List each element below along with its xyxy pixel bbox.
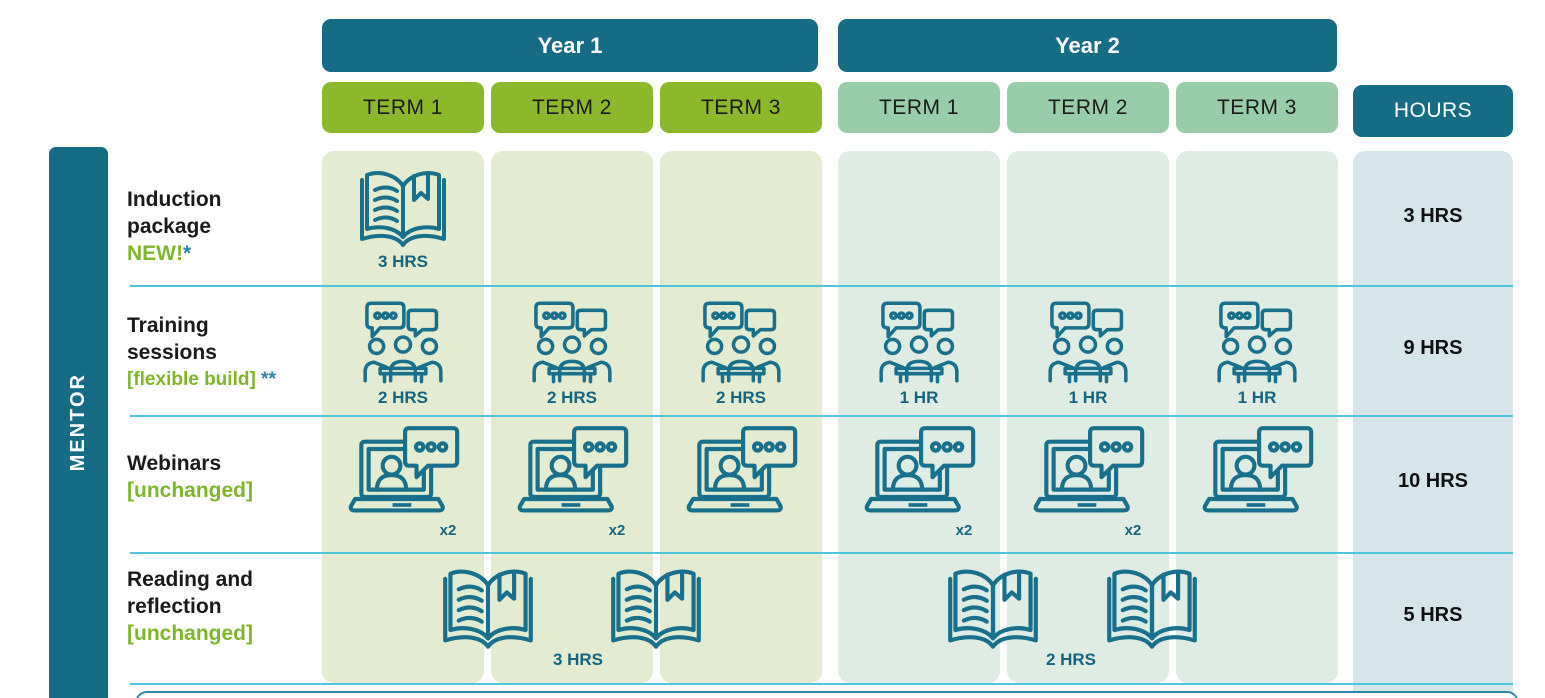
term-header-y2t2: TERM 2 (1007, 82, 1169, 133)
mentor-rail: MENTOR (49, 147, 108, 698)
term-label: TERM 2 (1047, 95, 1128, 119)
term-header-y1t2: TERM 2 (491, 82, 653, 133)
webinar-laptop-icon (344, 424, 462, 524)
row-title: package (127, 215, 212, 238)
webinar-laptop-icon (1198, 424, 1316, 524)
year-2-label: Year 2 (1055, 32, 1120, 58)
term-label: TERM 2 (531, 95, 612, 119)
term-header-y2t1: TERM 1 (838, 82, 1000, 133)
open-book-icon (432, 558, 544, 654)
webinar-laptop-icon (513, 424, 631, 524)
row-title: Training (127, 314, 209, 337)
row-title: sessions (127, 341, 217, 364)
next-section-box-partial (135, 691, 1519, 698)
row-divider (130, 552, 1513, 554)
term-header-y1t1: TERM 1 (322, 82, 484, 133)
row-label-webinars: Webinars [unchanged] (127, 450, 327, 504)
group-discussion-icon (1210, 298, 1304, 386)
cell-hours-label: 2 HRS (1045, 650, 1097, 669)
webinar-laptop-icon (1029, 424, 1147, 524)
term-label: TERM 3 (1216, 95, 1297, 119)
cell-hours-label: 1 HR (1237, 388, 1277, 407)
group-discussion-icon (1041, 298, 1135, 386)
open-book-icon (348, 160, 458, 252)
row-title: Reading and (127, 568, 254, 591)
cell-hours-label: 2 HRS (715, 388, 767, 407)
row-tag-mark: * (183, 242, 192, 265)
webinar-laptop-icon (682, 424, 800, 524)
row-tag-line: NEW!* (127, 240, 327, 267)
term-label: TERM 1 (878, 95, 959, 119)
row-tag: [unchanged] (127, 479, 253, 502)
cell-hours-label: 3 HRS (552, 650, 604, 669)
cell-hours-label: 2 HRS (546, 388, 598, 407)
row-total-induction: 3 HRS (1403, 205, 1463, 227)
open-book-icon (1096, 558, 1208, 654)
group-discussion-icon (694, 298, 788, 386)
term-label: TERM 1 (362, 95, 443, 119)
row-divider (130, 285, 1513, 287)
cell-hours-label: 3 HRS (377, 252, 429, 271)
column-bg-year1-term3 (660, 151, 822, 683)
row-tag: [flexible build] (127, 369, 256, 390)
row-title: Induction (127, 188, 222, 211)
year-1-header: Year 1 (322, 19, 818, 72)
group-discussion-icon (872, 298, 966, 386)
row-total-webinars: 10 HRS (1397, 470, 1469, 492)
hours-label: HOURS (1393, 99, 1473, 122)
webinar-laptop-icon (860, 424, 978, 524)
row-tag-mark: ** (255, 369, 276, 390)
term-header-y1t3: TERM 3 (660, 82, 822, 133)
column-bg-hours (1353, 151, 1513, 698)
row-label-reading-reflection: Reading and reflection [unchanged] (127, 566, 327, 647)
row-divider (130, 683, 1513, 685)
cell-hours-label: 1 HR (899, 388, 939, 407)
row-divider (130, 415, 1513, 417)
column-bg-year2-term1 (838, 151, 1000, 683)
cell-hours-label: 1 HR (1068, 388, 1108, 407)
group-discussion-icon (525, 298, 619, 386)
open-book-icon (937, 558, 1049, 654)
row-total-reading: 5 HRS (1403, 604, 1463, 626)
row-label-training-sessions: Training sessions [flexible build] ** (127, 312, 347, 393)
hours-header: HOURS (1353, 85, 1513, 137)
column-bg-year2-term3 (1176, 151, 1338, 683)
column-bg-year1-term1 (322, 151, 484, 683)
row-tag: NEW! (127, 242, 183, 265)
year-1-label: Year 1 (537, 32, 603, 58)
row-title: Webinars (127, 452, 222, 475)
webinar-count-label: x2 (439, 522, 457, 539)
webinar-count-label: x2 (1124, 522, 1142, 539)
row-total-training: 9 HRS (1403, 337, 1463, 359)
term-label: TERM 3 (700, 95, 781, 119)
cell-hours-label: 2 HRS (377, 388, 429, 407)
webinar-count-label: x2 (955, 522, 973, 539)
row-title: reflection (127, 595, 222, 618)
row-tag-line: [flexible build] ** (127, 366, 347, 393)
column-bg-year1-term2 (491, 151, 653, 683)
webinar-count-label: x2 (608, 522, 626, 539)
group-discussion-icon (356, 298, 450, 386)
row-label-induction: Induction package NEW!* (127, 186, 327, 267)
year-2-header: Year 2 (838, 19, 1337, 72)
term-header-y2t3: TERM 3 (1176, 82, 1338, 133)
mentor-rail-label: MENTOR (67, 373, 89, 472)
open-book-icon (600, 558, 712, 654)
row-tag: [unchanged] (127, 622, 253, 645)
